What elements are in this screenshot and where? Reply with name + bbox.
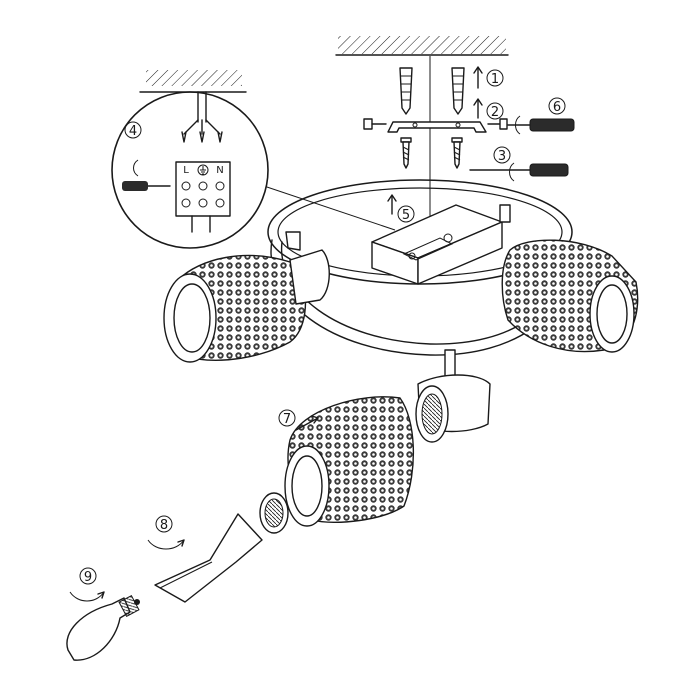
mini-screwdriver-icon [122,159,171,191]
step-4-label: 4 [129,124,137,139]
step-2-marker: 2 [486,102,504,120]
step-1-label: 1 [491,72,499,87]
step-9-label: 9 [84,570,92,585]
threaded-ring [259,492,289,534]
ceiling-screw-right [451,137,463,169]
junction-box [371,204,503,285]
terminal-n-label: N [216,165,223,176]
wall-plug-right [451,67,465,115]
step-3-marker: 3 [493,146,511,164]
step-8-marker: 8 [147,515,185,550]
step-3-label: 3 [498,149,506,164]
mounting-bracket [387,121,487,133]
wiring-detail-circle: L N [111,70,269,249]
bracket-side-screw-left [363,118,387,130]
step-1-marker: 1 [486,69,504,87]
detail-leader-line [257,183,396,231]
step-8-label: 8 [160,518,168,533]
lamp-shade-right [499,204,639,353]
wall-plug-left [399,67,413,115]
screwdriver-step-3-icon [469,162,569,182]
step-6-marker: 6 [548,97,566,115]
ceiling-screw-left [400,137,412,169]
step-1-arrow [473,66,483,89]
screwdriver-step-6-icon [507,115,575,135]
ceiling [335,36,509,56]
lamp-shade-left [163,231,330,363]
step-2-arrow [473,98,483,119]
step-2-label: 2 [491,105,499,120]
earth-symbol-icon [197,164,209,176]
spot-holder [415,349,491,443]
step-5-marker: 5 [397,205,415,223]
terminal-l-label: L [183,165,189,176]
candle-bulb-icon [66,594,140,661]
bulb-sleeve-tool [154,513,263,603]
glass-shade-front [284,396,415,527]
step-5-arrow [387,194,397,215]
step-9-marker: 9 [69,567,105,602]
step-7-label: 7 [283,412,291,427]
step-7-marker: 7 [278,409,319,431]
bracket-side-screw-right [487,118,508,130]
step-5-label: 5 [402,208,410,223]
step-6-label: 6 [553,100,561,115]
step-4-marker: 4 [124,121,142,139]
